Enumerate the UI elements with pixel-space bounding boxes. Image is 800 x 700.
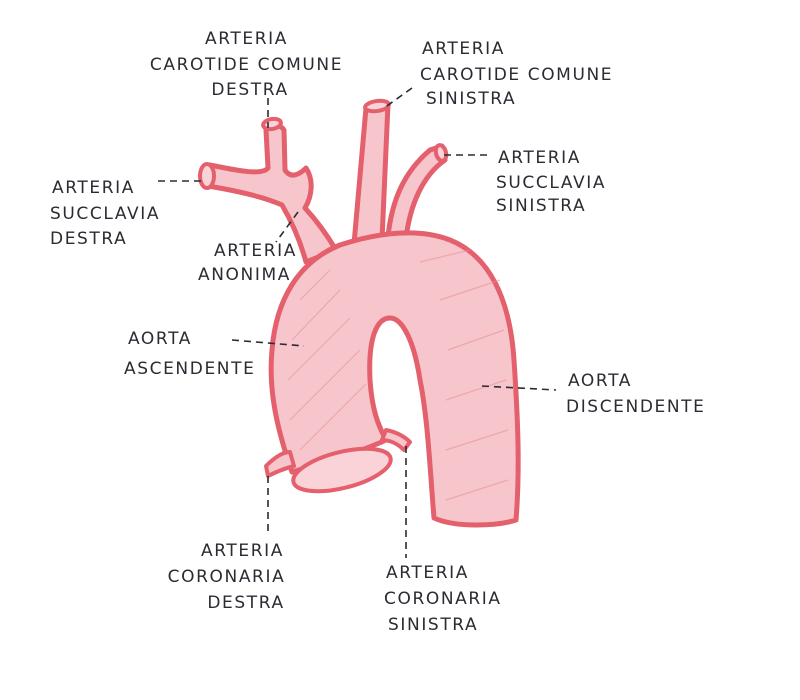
leader-aorta-ascendente (231, 339, 305, 347)
label-succlavia-sinistra: ARTERIA SUCCLAVIA SINISTRA (496, 148, 613, 216)
coronaria-sinistra-shape (380, 428, 412, 452)
leader-lines (158, 87, 557, 558)
label-succlavia-destra: ARTERIA SUCCLAVIA DESTRA (50, 178, 167, 249)
label-aorta-ascendente: AORTA ASCENDENTE (124, 329, 255, 379)
label-anonima: ARTERIA ANONIMA (198, 241, 304, 285)
carotide-sinistra-opening (363, 98, 391, 114)
succlavia-sinistra-shape (385, 143, 448, 241)
carotide-sinistra-shape (351, 101, 391, 247)
label-carotide-destra: ARTERIA CAROTIDE COMUNE DESTRA (150, 29, 350, 100)
label-coronaria-sinistra: ARTERIA CORONARIA SINISTRA (384, 563, 509, 635)
radice-aortica-opening (291, 446, 393, 494)
label-coronaria-destra: ARTERIA CORONARIA DESTRA (168, 541, 293, 613)
succlavia-sinistra-opening (433, 143, 449, 163)
labels: ARTERIA CAROTIDE COMUNE DESTRA ARTERIA C… (50, 29, 706, 635)
leader-anonima (275, 211, 299, 243)
succlavia-destra-opening (198, 162, 216, 190)
aortic-arch-drawing (198, 98, 521, 528)
carotide-destra-opening (261, 116, 283, 132)
leader-carotide-sinistra (383, 87, 413, 109)
leader-aorta-discendente (481, 385, 557, 391)
coronaria-destra-shape (264, 450, 296, 478)
label-aorta-discendente: AORTA DISCENDENTE (566, 371, 706, 417)
shading (287, 249, 509, 501)
label-carotide-sinistra: ARTERIA CAROTIDE COMUNE SINISTRA (420, 39, 620, 109)
